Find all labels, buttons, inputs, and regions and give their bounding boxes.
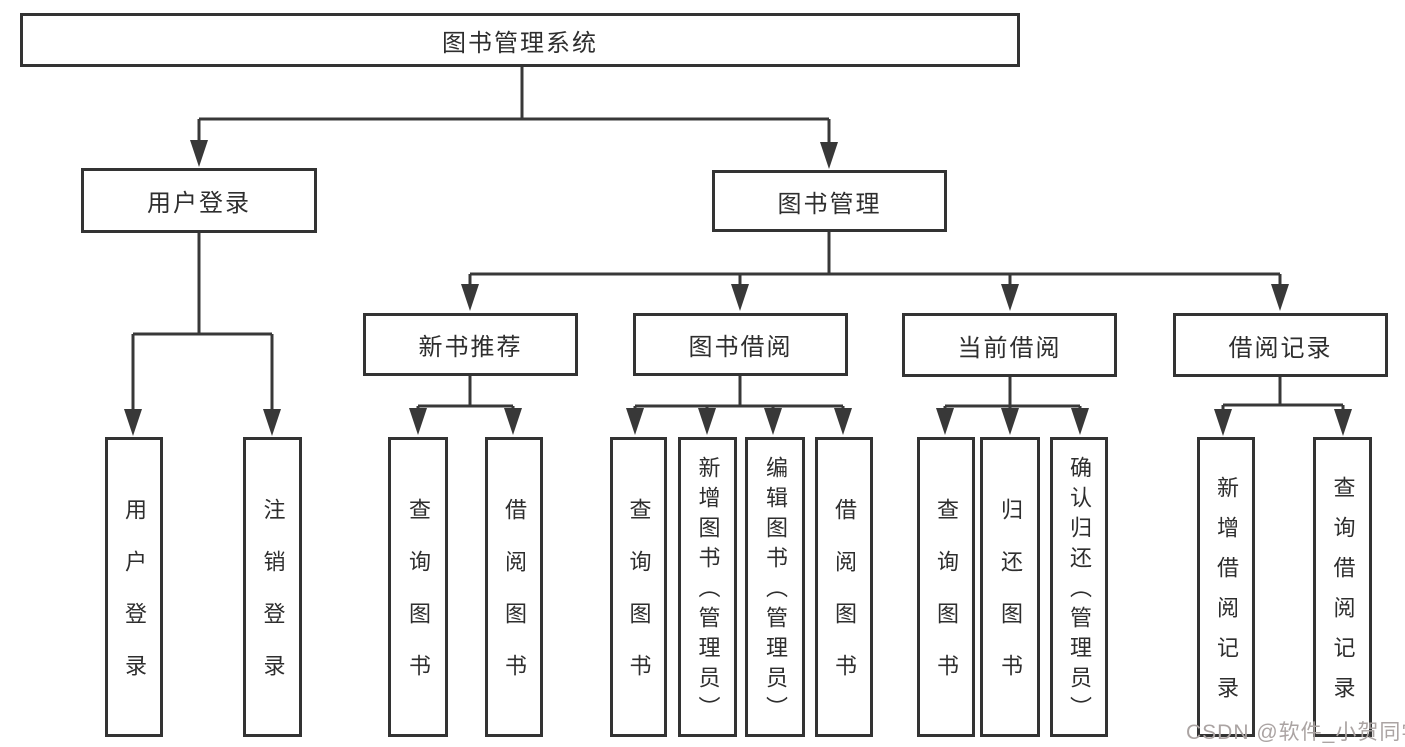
- csdn-watermark: CSDN @软件_小贺同学: [1186, 721, 1405, 744]
- node-user-login: 用户登录: [81, 168, 317, 233]
- leaf-label: 查询图书: [626, 498, 652, 706]
- leaf-borrow-books: 借阅图书: [815, 437, 873, 737]
- leaf-label: 确认归还（管理员）: [1067, 456, 1092, 726]
- leaf-return-books: 归还图书: [980, 437, 1040, 737]
- node-label: 用户登录: [147, 190, 251, 217]
- leaf-label: 注销登录: [260, 498, 286, 706]
- leaf-label: 查询图书: [406, 498, 431, 706]
- node-label: 新书推荐: [418, 334, 523, 361]
- leaf-confirm-return-admin: 确认归还（管理员）: [1050, 437, 1108, 737]
- leaf-label: 借阅图书: [502, 498, 527, 706]
- arrowheads: [124, 140, 1352, 436]
- leaf-logout: 注销登录: [243, 437, 302, 737]
- leaf-query-books-recommend: 查询图书: [388, 437, 448, 737]
- node-current-borrowing: 当前借阅: [902, 313, 1117, 377]
- leaf-edit-books-admin: 编辑图书（管理员）: [745, 437, 805, 737]
- leaf-label: 用户登录: [122, 498, 147, 706]
- node-book-management: 图书管理: [712, 170, 947, 232]
- leaf-label: 查询图书: [934, 498, 959, 706]
- leaf-label: 查询借阅记录: [1330, 476, 1356, 716]
- leaf-label: 归还图书: [998, 498, 1023, 706]
- leaf-borrow-books-recommend: 借阅图书: [485, 437, 543, 737]
- node-label: 当前借阅: [957, 334, 1062, 362]
- leaf-user-login: 用户登录: [105, 437, 163, 737]
- leaf-add-books-admin: 新增图书（管理员）: [678, 437, 737, 737]
- leaf-add-borrow-record: 新增借阅记录: [1197, 437, 1255, 737]
- node-label: 图书管理: [777, 190, 882, 218]
- leaf-label: 新增借阅记录: [1214, 476, 1239, 716]
- node-borrow-records: 借阅记录: [1173, 313, 1388, 377]
- node-library-management-system: 图书管理系统: [20, 13, 1020, 67]
- node-label: 图书管理系统: [442, 29, 598, 57]
- leaf-query-books-current: 查询图书: [917, 437, 975, 737]
- leaf-query-books-borrowing: 查询图书: [610, 437, 667, 737]
- leaf-label: 新增图书（管理员）: [695, 456, 721, 726]
- leaf-label: 编辑图书（管理员）: [763, 456, 788, 726]
- node-new-book-recommend: 新书推荐: [363, 313, 578, 376]
- leaf-query-borrow-record: 查询借阅记录: [1313, 437, 1372, 737]
- node-label: 借阅记录: [1228, 334, 1333, 362]
- node-label: 图书借阅: [688, 334, 793, 361]
- node-book-borrowing: 图书借阅: [633, 313, 848, 376]
- leaf-label: 借阅图书: [832, 498, 857, 706]
